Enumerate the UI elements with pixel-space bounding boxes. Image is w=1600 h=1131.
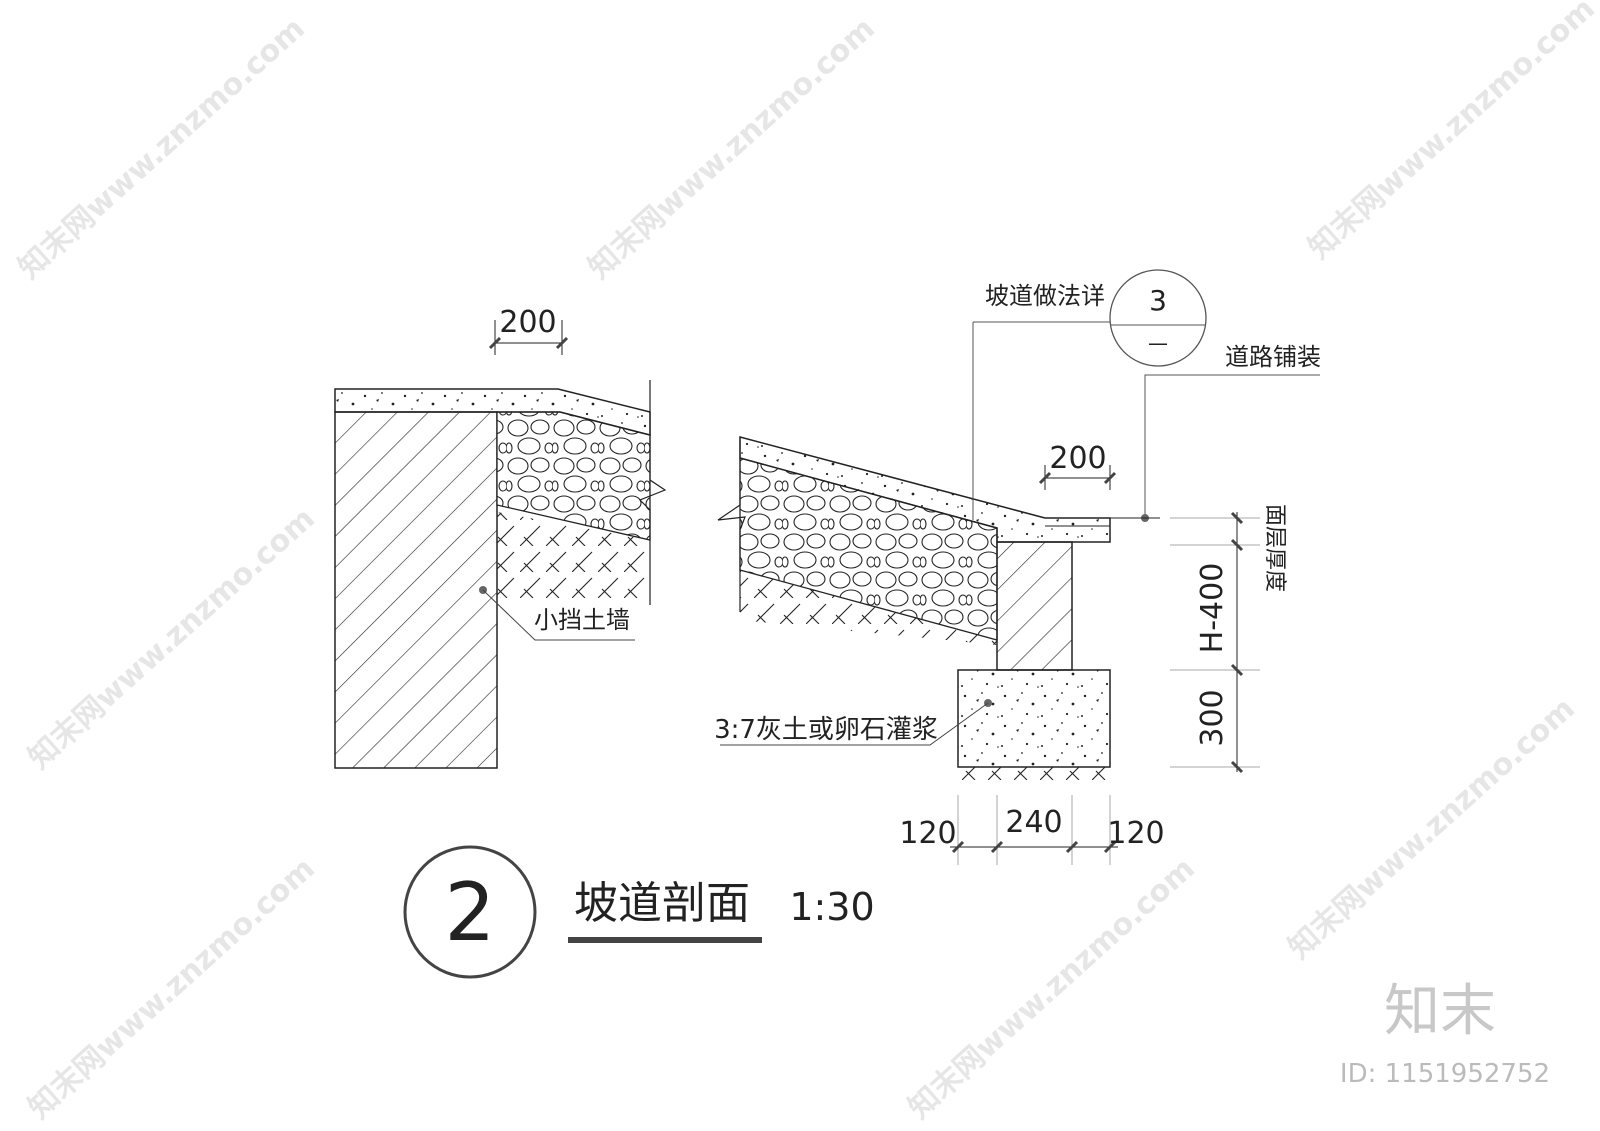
dim-footing-height: 300 [1195,689,1230,746]
label-retaining-wall: 小挡土墙 [534,606,630,634]
ramp-ref-number: 3 [1149,284,1167,317]
footing [957,669,1111,768]
break-line [717,440,746,612]
soil-hatch [497,512,650,600]
watermark: 知末网www.znzmo.com [22,851,322,1126]
watermark: 知末网www.znzmo.com [12,11,312,286]
label-foundation: 3:7灰土或卵石灌浆 [714,715,938,745]
wall-hatch [996,541,1073,671]
drawing-scale: 1:30 [789,885,874,929]
detail-reference-circle [1109,269,1207,367]
watermark: 知末网www.znzmo.com [1302,0,1600,266]
retaining-wall-hatch [334,411,498,769]
dim-mid-top: 200 [1049,441,1106,476]
ramp-ref-sheet: — [1148,331,1168,355]
dim-left-top: 200 [499,305,556,340]
soil-hatch [958,767,1110,785]
id-text: ID: 1151952752 [1340,1059,1550,1089]
dim-bottom-right: 120 [1107,816,1164,851]
detail-number-circle [403,845,537,979]
dim-bottom-left: 120 [899,816,956,851]
dim-bottom-mid: 240 [1005,805,1062,840]
drawing-title: 坡道剖面 [574,878,750,929]
drawing-title-block: 2 坡道剖面 1:30 [403,845,875,979]
watermark: 知末网www.znzmo.com [902,851,1202,1126]
logo: 知末 [1384,979,1496,1044]
break-line [638,380,667,605]
dim-wall-height: H-400 [1195,563,1230,654]
watermark: 知末网www.znzmo.com [22,501,322,776]
watermark: 知末网www.znzmo.com [1282,691,1582,966]
label-ramp-ref: 坡道做法详 [985,282,1105,310]
left-section: 200 小挡土墙 [334,305,667,769]
watermark: 知末网www.znzmo.com [582,11,882,286]
detail-number: 2 [445,866,496,959]
ramp-section: 坡道做法详 3 — 道路铺装 200 H-400 300 面层厚度 120 24… [714,269,1321,865]
label-road-paving: 道路铺装 [1225,343,1321,371]
label-surface-thickness: 面层厚度 [1262,504,1287,592]
